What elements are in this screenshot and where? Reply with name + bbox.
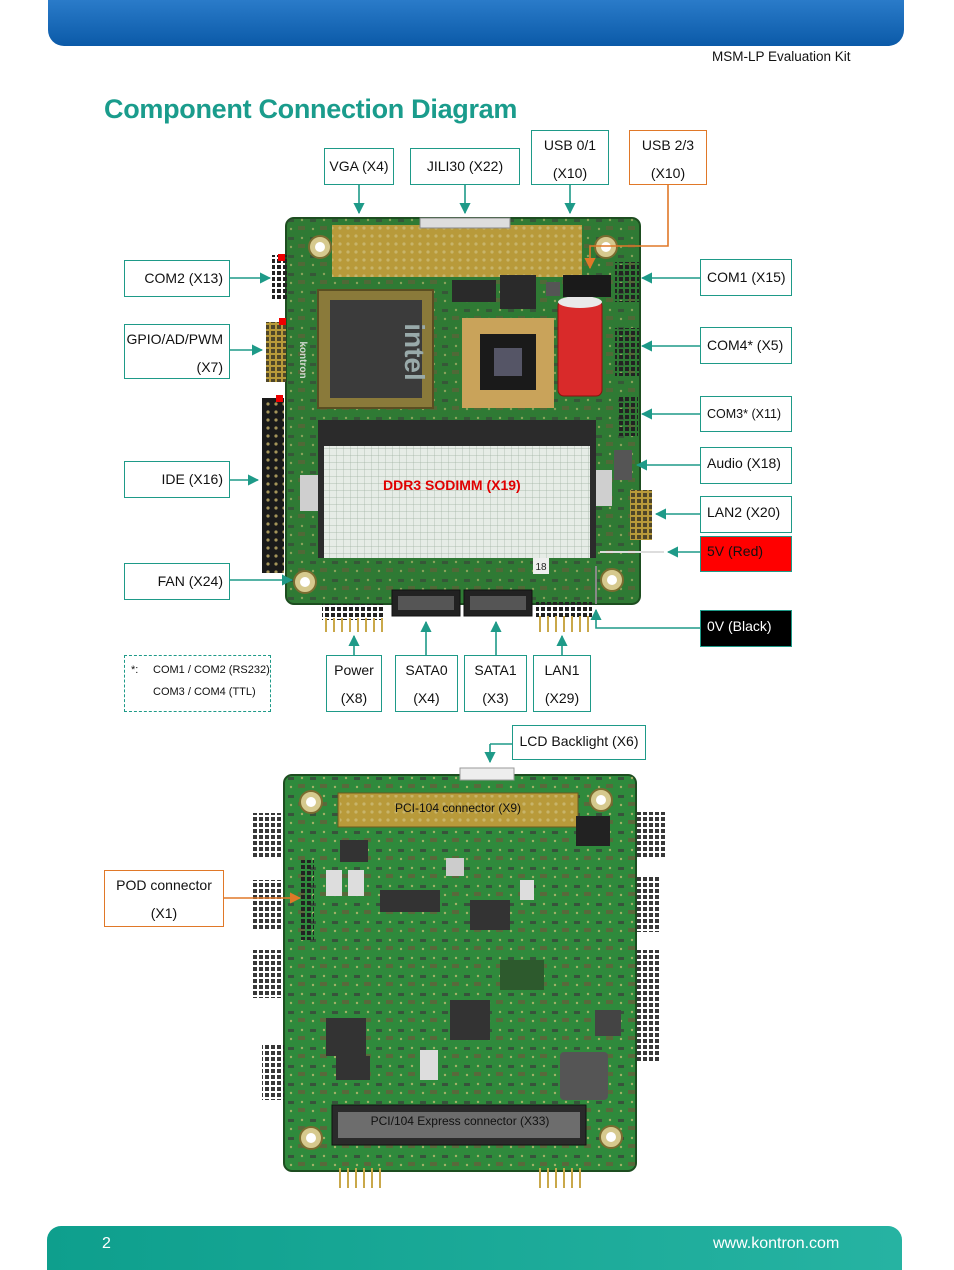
label-usb23: USB 2/3(X10) <box>629 130 707 185</box>
header-bar <box>48 0 904 46</box>
label-sata1: SATA1(X3) <box>464 655 527 712</box>
footer-bar <box>47 1226 902 1270</box>
footnote-line1: COM1 / COM2 (RS232) <box>153 664 270 676</box>
sodimm-label: DDR3 SODIMM (X19) <box>383 477 521 493</box>
pcie104-label: PCI/104 Express connector (X33) <box>371 1114 550 1128</box>
label-lcd-backlight: LCD Backlight (X6) <box>512 725 646 760</box>
label-jili30: JILI30 (X22) <box>410 148 520 185</box>
label-com2: COM2 (X13) <box>124 260 230 297</box>
label-5v: 5V (Red) <box>700 536 792 572</box>
label-power: Power(X8) <box>326 655 382 712</box>
page-number: 2 <box>102 1235 111 1252</box>
footnote-box: *: COM1 / COM2 (RS232) COM3 / COM4 (TTL) <box>124 655 271 712</box>
back-board: PCI-104 connector (X9) PCI/104 Express c… <box>252 767 666 1188</box>
footnote-line2: COM3 / COM4 (TTL) <box>153 686 256 698</box>
label-pod: POD connector(X1) <box>104 870 224 927</box>
dimm-marker-text: 18 <box>535 562 547 573</box>
label-com1: COM1 (X15) <box>700 259 792 296</box>
label-ide: IDE (X16) <box>124 461 230 498</box>
pci104-label: PCI-104 connector (X9) <box>395 801 521 815</box>
top-board-arrows <box>230 185 700 655</box>
label-gpio: GPIO/AD/PWM(X7) <box>124 324 230 379</box>
label-com3: COM3* (X11) <box>700 396 792 432</box>
label-usb01: USB 0/1(X10) <box>531 130 609 185</box>
page-heading: Component Connection Diagram <box>104 94 518 124</box>
label-vga: VGA (X4) <box>324 148 394 185</box>
document-title: MSM-LP Evaluation Kit <box>712 49 851 64</box>
label-audio: Audio (X18) <box>700 447 792 484</box>
usb23-arrow <box>584 185 669 270</box>
top-board: intel kontron 18 DDR3 SODIMM (X19) <box>262 217 664 632</box>
label-lan1: LAN1(X29) <box>533 655 591 712</box>
label-0v: 0V (Black) <box>700 610 792 647</box>
label-fan: FAN (X24) <box>124 563 230 600</box>
label-sata0: SATA0(X4) <box>395 655 458 712</box>
label-com4: COM4* (X5) <box>700 327 792 364</box>
footnote-star: *: <box>131 664 139 676</box>
intel-logo-text: intel <box>399 323 430 381</box>
label-lan2: LAN2 (X20) <box>700 496 792 533</box>
website-link[interactable]: www.kontron.com <box>713 1235 840 1252</box>
kontron-board-text: kontron <box>297 341 308 378</box>
